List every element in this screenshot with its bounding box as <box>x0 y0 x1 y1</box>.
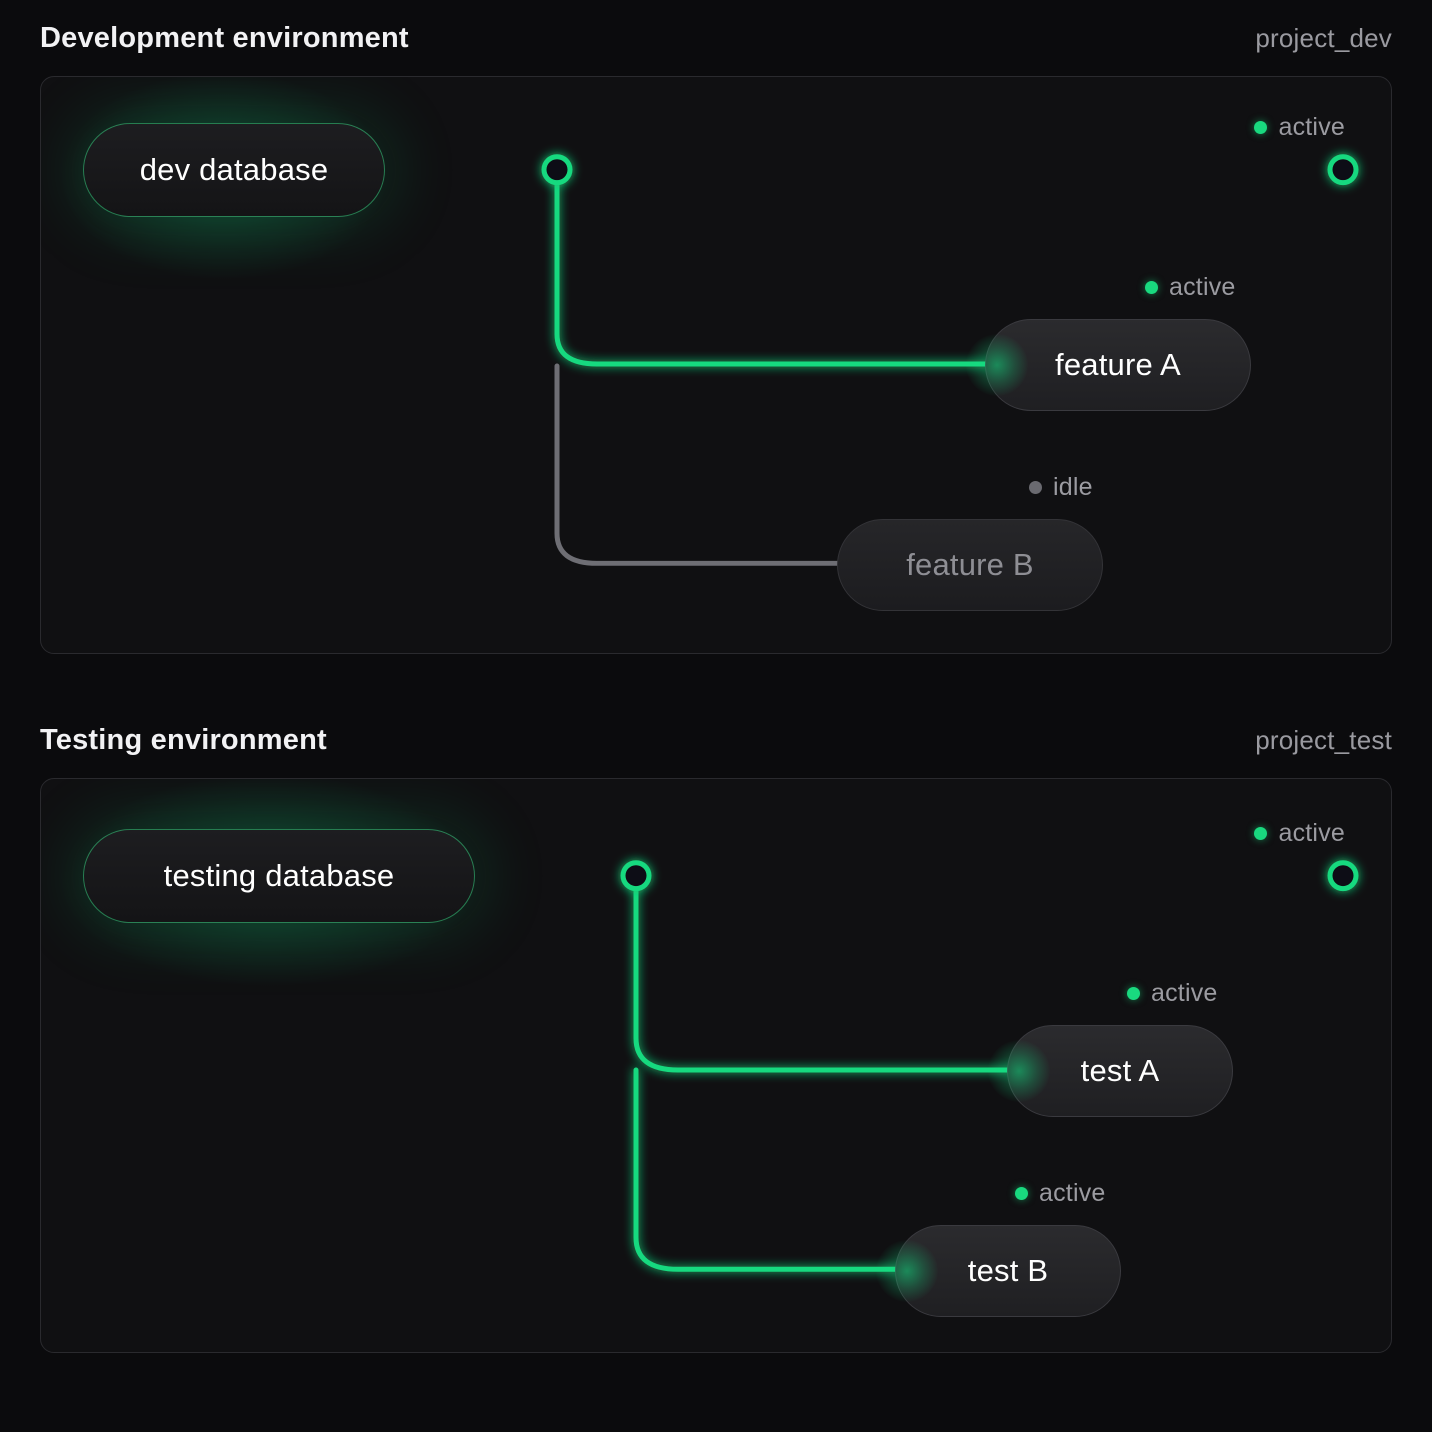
status-dot-active-icon <box>1145 281 1158 294</box>
branch-node-test-b[interactable]: test B <box>876 1225 1121 1317</box>
branch-node-label: test B <box>967 1253 1049 1288</box>
connection-graph-development <box>340 154 1359 570</box>
status-dot-active-icon <box>1015 1187 1028 1200</box>
edge-to-test-a <box>633 873 1012 1073</box>
status-dot-active-icon <box>1254 827 1268 840</box>
branch-node-label: feature B <box>906 547 1034 582</box>
branch-node-label: test A <box>1080 1053 1160 1088</box>
project-name-testing: project_test <box>1255 724 1392 755</box>
junction-node-testing[interactable] <box>620 860 652 892</box>
endpoint-node-testing[interactable] <box>1327 860 1359 892</box>
status-label: active <box>1039 1179 1106 1207</box>
status-badge-test-b: active <box>1015 1179 1106 1208</box>
status-dot-active-icon <box>1254 121 1268 134</box>
page-title-testing: Testing environment <box>40 723 327 756</box>
status-label: idle <box>1053 473 1093 501</box>
source-node-label: testing database <box>163 858 395 893</box>
branch-node-test-a[interactable]: test A <box>988 1025 1233 1117</box>
section-header-testing: Testing environment project_test <box>40 702 1392 778</box>
page-title-development: Development environment <box>40 21 409 54</box>
environment-card-development: dev database active active feature A idl… <box>40 76 1392 654</box>
branch-node-label: feature A <box>1055 347 1181 382</box>
status-badge-endpoint-testing: active <box>1254 819 1345 848</box>
status-badge-feature-b: idle <box>1029 473 1093 502</box>
status-badge-endpoint-development: active <box>1254 113 1345 142</box>
branch-node-feature-b[interactable]: feature B <box>837 519 1103 611</box>
status-dot-active-icon <box>1127 987 1140 1000</box>
endpoint-node-development[interactable] <box>1327 154 1359 186</box>
branch-node-feature-a[interactable]: feature A <box>966 319 1251 411</box>
status-label: active <box>1169 273 1236 301</box>
edge-to-feature-a <box>554 167 990 367</box>
status-badge-feature-a: active <box>1145 273 1236 302</box>
edge-to-test-b <box>633 1067 900 1272</box>
section-header-development: Development environment project_dev <box>40 0 1392 76</box>
section-spacer <box>40 654 1392 702</box>
junction-node-development[interactable] <box>541 154 573 186</box>
status-dot-idle-icon <box>1029 481 1042 494</box>
status-label: active <box>1151 979 1218 1007</box>
source-node-dev-database[interactable]: dev database <box>83 123 385 217</box>
project-name-development: project_dev <box>1255 22 1392 53</box>
connection-graph-testing <box>434 860 1359 1272</box>
environment-card-testing: testing database active active test A ac… <box>40 778 1392 1353</box>
source-node-label: dev database <box>139 152 329 187</box>
source-node-testing-database[interactable]: testing database <box>83 829 475 923</box>
status-label: active <box>1278 113 1345 141</box>
edge-to-feature-b <box>554 363 840 566</box>
status-badge-test-a: active <box>1127 979 1218 1008</box>
status-label: active <box>1278 819 1345 847</box>
